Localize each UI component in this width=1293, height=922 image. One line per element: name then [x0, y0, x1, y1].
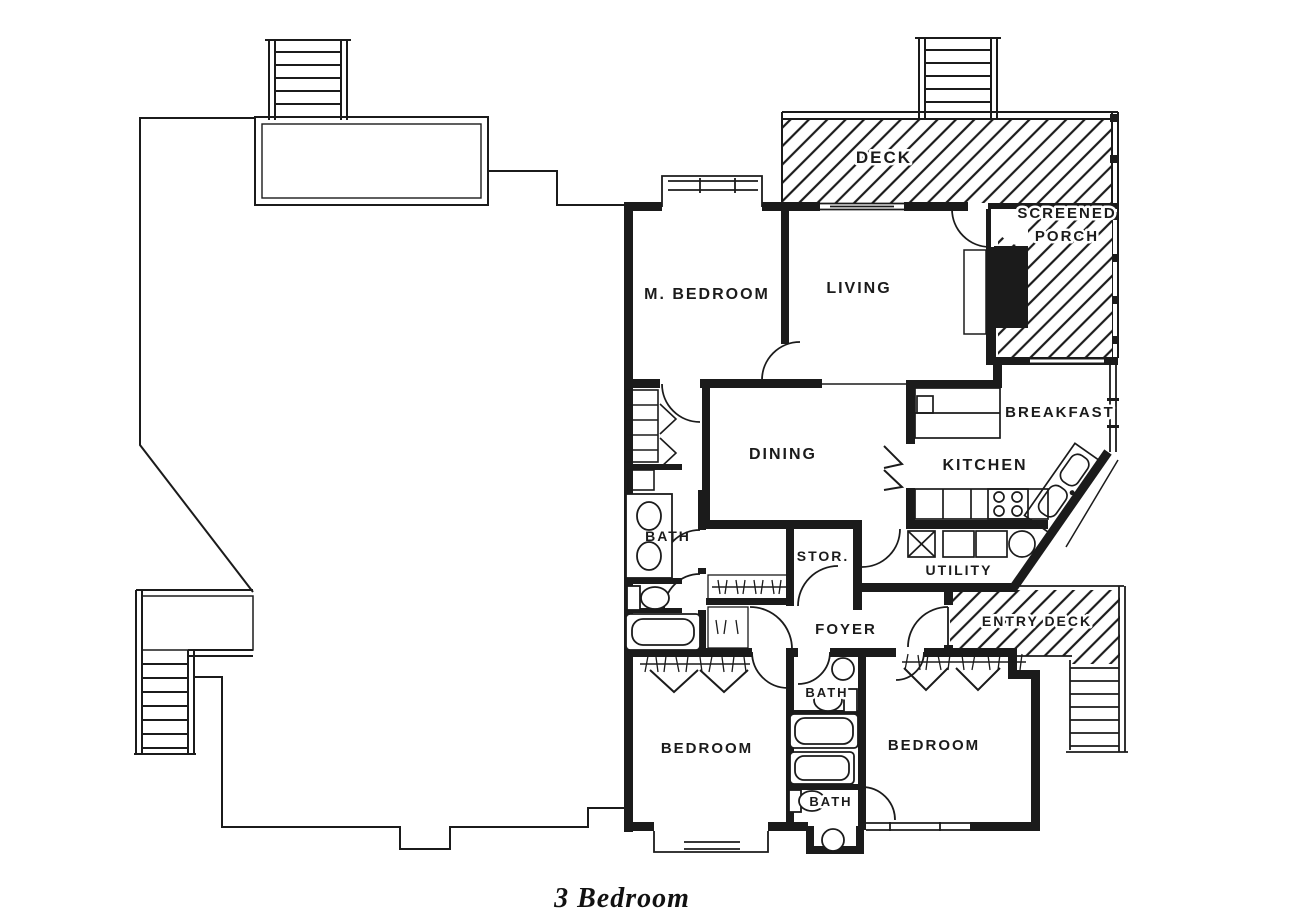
toilet-bowl [813, 688, 843, 712]
closets [625, 389, 1026, 694]
washer [942, 530, 975, 558]
room-label-dining: DINING [749, 446, 817, 463]
room-label-guest-bath: BATH [809, 794, 852, 809]
stove [987, 488, 1029, 520]
room-label-deck: DECK [856, 148, 912, 167]
sink [831, 657, 855, 681]
adjacent-unit-outline [139, 116, 624, 850]
deck [781, 111, 1119, 358]
room-label-kitchen: KITCHEN [942, 457, 1027, 474]
stairs-upper-left [265, 39, 351, 120]
toilet-bowl [798, 790, 826, 812]
angled-bay-wall [1008, 449, 1119, 593]
room-label-storage: STOR. [797, 548, 850, 564]
room-label-utility: UTILITY [926, 562, 993, 578]
entry-stairs [1066, 660, 1128, 753]
master-bath-fixtures [625, 493, 701, 651]
dryer [975, 530, 1008, 558]
plan-caption: 3 Bedroom [553, 883, 690, 914]
stairs-lower-left [134, 589, 254, 755]
windows [653, 175, 1119, 853]
room-label-bedroom-right: BEDROOM [888, 737, 980, 754]
utility-fixtures [907, 530, 1036, 558]
room-label-breakfast: BREAKFAST [1005, 404, 1115, 421]
sink [821, 828, 845, 852]
room-label-foyer: FOYER [815, 621, 877, 638]
room-label-master-bath: BATH [645, 528, 691, 544]
sink [636, 501, 662, 531]
room-label-bedroom-left: BEDROOM [661, 740, 753, 757]
kitchen-sink [1023, 442, 1101, 534]
room-label-entry-deck: ENTRY DECK [982, 613, 1092, 629]
toilet-tank [843, 688, 858, 713]
room-label-screened-porch-1: SCREENED [1017, 205, 1116, 222]
water-heater [1008, 530, 1036, 558]
room-label-hall-bath: BATH [805, 685, 848, 700]
entry-deck [950, 585, 1126, 752]
hall-bath-fixtures [788, 657, 859, 852]
kitchen-fixtures [914, 387, 1101, 534]
room-label-living: LIVING [826, 280, 891, 297]
fireplace-hearth [963, 249, 987, 335]
toilet-bowl [640, 586, 670, 610]
porch-posts [1110, 114, 1118, 344]
room-label-master-bedroom: M. BEDROOM [644, 286, 770, 303]
stairs-top-right [915, 37, 1001, 118]
toilet-tank [626, 585, 641, 611]
sink [636, 541, 662, 571]
room-label-screened-porch-2: PORCH [1035, 228, 1099, 245]
